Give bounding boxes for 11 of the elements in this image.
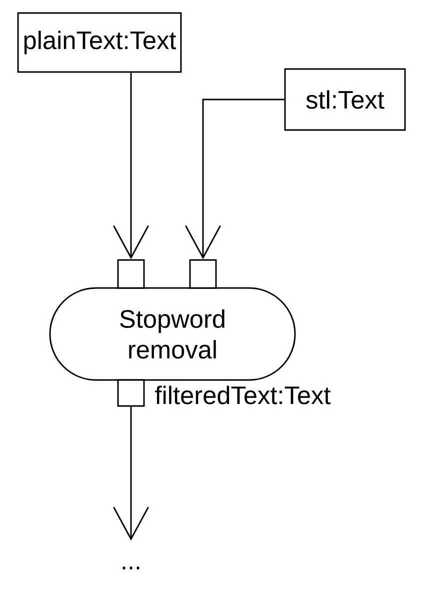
pin-box	[117, 379, 145, 407]
arrow	[113, 406, 149, 541]
ellipsis-text: ...	[122, 566, 140, 570]
arrow	[113, 72, 149, 260]
pin-box	[117, 259, 145, 289]
pin-box	[189, 259, 217, 289]
activity-node: Stopword removal	[49, 287, 296, 381]
class-box: stl:Text	[284, 68, 406, 131]
class-box: plainText:Text	[17, 12, 182, 73]
arrow	[185, 98, 284, 260]
pin-label: filteredText:Text	[155, 386, 331, 404]
